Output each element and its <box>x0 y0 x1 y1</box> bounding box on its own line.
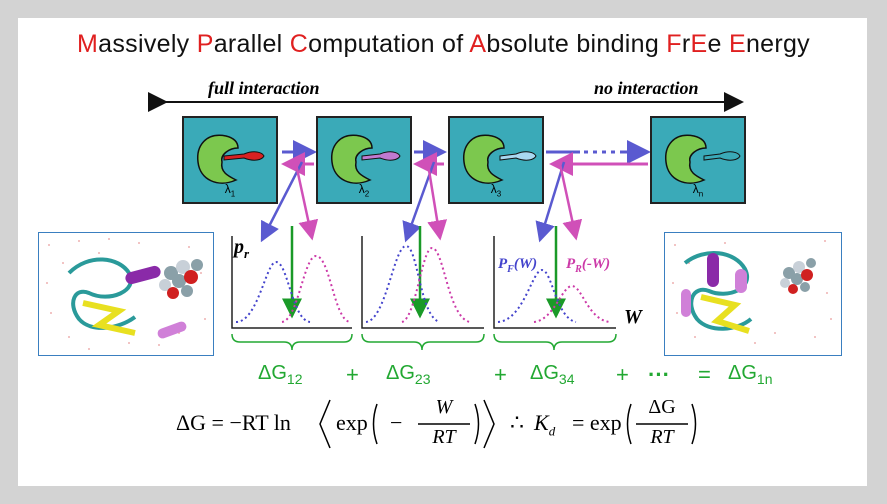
formula-numerator-1: W <box>435 396 453 418</box>
formula-numerator-2: ΔG <box>648 396 676 418</box>
delta-g-23: ΔG23 <box>386 362 431 387</box>
formula-brackets <box>319 399 697 449</box>
formula-therefore: ∴ <box>510 410 524 435</box>
formula-exp-2: = exp <box>572 410 622 435</box>
work-distribution-plots <box>231 236 616 329</box>
title-segment: A <box>469 30 487 58</box>
equals-sign: = <box>698 362 711 387</box>
formula-denominator-2: RT <box>650 426 674 448</box>
delta-g-34: ΔG34 <box>530 362 575 387</box>
title-segment: bsolute binding <box>486 30 667 58</box>
plus-sign-3: + <box>616 362 629 387</box>
title-segment: P <box>196 30 214 58</box>
delta-g-12: ΔG12 <box>258 362 303 387</box>
state-label-3: λ3 <box>490 182 502 199</box>
reverse-work-label: PR(-W) <box>566 256 611 275</box>
ellipsis-dots: ··· <box>648 362 670 387</box>
formula-exp-1: exp <box>336 410 368 435</box>
title-segment: omputation of <box>308 30 470 58</box>
title-segment: r <box>681 30 691 58</box>
forward-distributions <box>235 244 577 323</box>
work-distribution-arrows <box>260 161 583 319</box>
plot-x-label: W <box>624 306 642 328</box>
title-segment: nergy <box>745 30 810 58</box>
state-box-lambda-n: λn <box>650 116 746 204</box>
bound-complex-image <box>38 232 214 356</box>
state-box-lambda-1: λ1 <box>182 116 278 204</box>
title-segment: C <box>289 30 309 58</box>
delta-g-1n: ΔG1n <box>728 362 773 387</box>
title-segment: assively <box>98 30 197 58</box>
title-segment: E <box>690 30 708 58</box>
title-segment: M <box>77 30 99 58</box>
state-label-2: λ2 <box>358 182 370 199</box>
state-label-1: λ1 <box>224 182 236 199</box>
unbound-complex-image <box>664 232 842 356</box>
formula-minus: − <box>390 410 403 435</box>
state-box-lambda-3: λ3 <box>448 116 544 204</box>
formula-lhs: ΔG = −RT ln <box>176 410 291 435</box>
title-segment: e <box>707 30 729 58</box>
title-segment: E <box>728 30 746 58</box>
slide-title: Massively Parallel Computation of Absolu… <box>0 30 887 59</box>
plus-sign-1: + <box>346 362 359 387</box>
plot-braces <box>231 333 617 351</box>
state-label-n: λn <box>692 182 704 199</box>
reverse-distributions <box>281 246 611 323</box>
title-segment: arallel <box>213 30 290 58</box>
plot-y-label: pr <box>234 236 250 261</box>
formula-kd: Kd <box>534 410 556 439</box>
formula-denominator-1: RT <box>432 426 456 448</box>
plus-sign-2: + <box>494 362 507 387</box>
forward-work-label: PF(W) <box>498 256 538 275</box>
title-segment: F <box>666 30 682 58</box>
transition-arrows <box>281 140 651 176</box>
state-box-lambda-2: λ2 <box>316 116 412 204</box>
